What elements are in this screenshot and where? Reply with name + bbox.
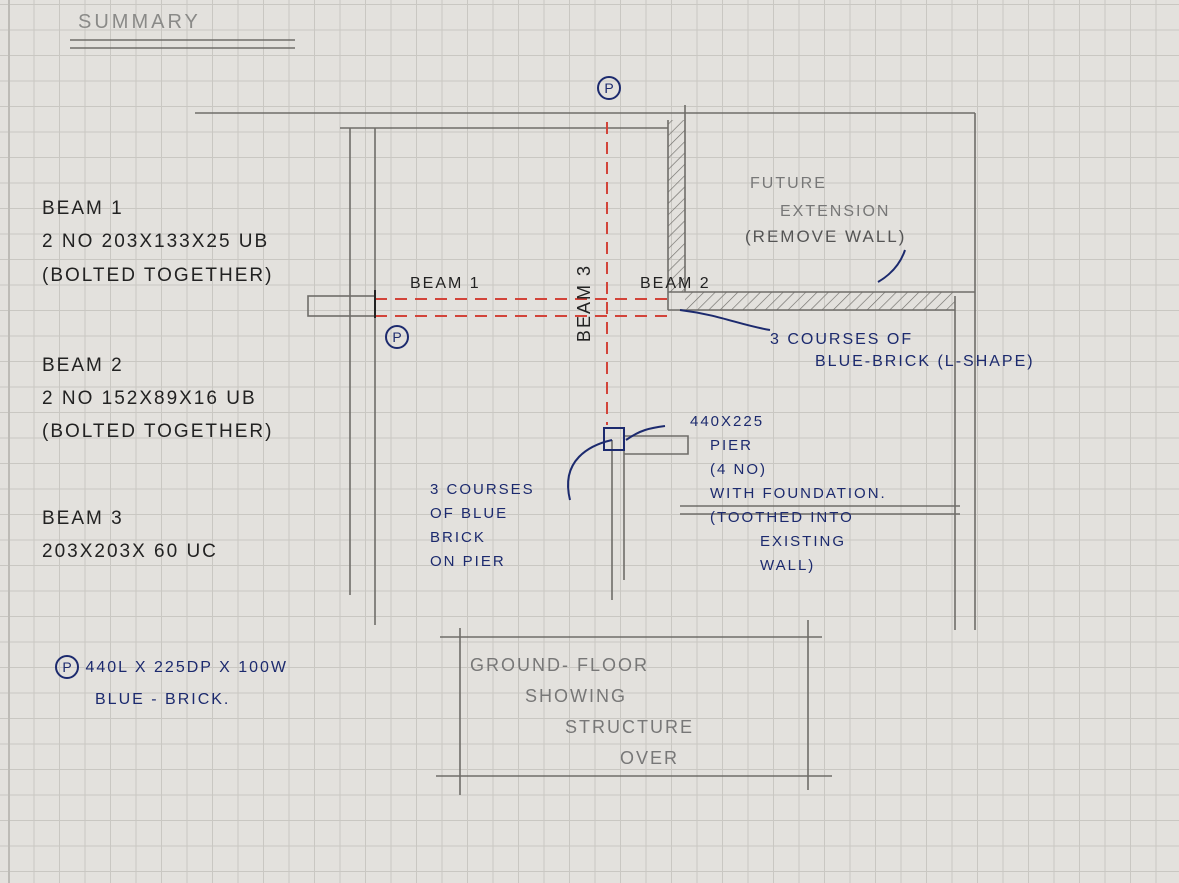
l-shape-note-2: Blue-Brick (L-Shape) <box>815 353 1035 370</box>
beam1-spec: 2 No 203x133x25 UB <box>42 231 270 252</box>
pier-note-4: with foundation. <box>710 485 887 502</box>
hatched-wall-vertical <box>668 120 685 292</box>
title-box-line2: Showing <box>525 686 627 706</box>
pier-courses-note-1: 3 courses <box>430 481 535 498</box>
beam3-label: Beam 3 <box>573 264 594 343</box>
pier-courses-note-4: on Pier <box>430 553 506 570</box>
pier-courses-note: 3 courses of Blue Brick on Pier <box>430 478 535 574</box>
beam2-note: (Bolted Together) <box>42 421 274 442</box>
future-extension-2: Extension <box>780 203 891 220</box>
title-box-line1: Ground- Floor <box>470 655 649 675</box>
beam1-note: (Bolted Together) <box>42 265 274 286</box>
pier-note-2: Pier <box>710 437 754 454</box>
title-box-line4: Over <box>620 748 680 768</box>
title-box-text: Ground- Floor Showing Structure Over <box>470 650 694 774</box>
beam1-name: Beam 1 <box>42 198 124 219</box>
pier-note-3: (4 No) <box>710 461 767 478</box>
title-box-line3: Structure <box>565 717 694 737</box>
pier-courses-note-3: Brick <box>430 529 486 546</box>
beam3-spec: 203x203x 60 UC <box>42 541 218 562</box>
pier-note-7: wall) <box>760 557 816 574</box>
pier-note-5: (Toothed into <box>710 509 854 526</box>
beam2-spec: 2 No 152x89x16 UB <box>42 388 257 409</box>
pier-note-1: 440x225 <box>690 413 765 430</box>
hatched-wall-horizontal <box>685 292 955 310</box>
pier-key-line2: Blue - Brick. <box>95 691 231 708</box>
beam3-name: Beam 3 <box>42 508 124 529</box>
future-extension-3: (Remove Wall) <box>745 227 907 246</box>
pier-key-symbol: P <box>55 655 79 679</box>
pier-symbol-top: P <box>597 76 621 100</box>
beam2-label: Beam 2 <box>640 275 711 292</box>
future-extension-1: Future <box>750 175 827 192</box>
pier-key-line1: 440L x 225DP x 100W <box>85 659 289 676</box>
pier-key: P 440L x 225DP x 100W <box>55 655 288 679</box>
pier-courses-note-2: of Blue <box>430 505 509 522</box>
beam2-name: Beam 2 <box>42 355 124 376</box>
pier-symbol-left: P <box>385 325 409 349</box>
l-shape-note-1: 3 courses of <box>770 331 914 348</box>
pier-note: 440x225 Pier (4 No) with foundation. (To… <box>690 410 887 578</box>
beam1-label: Beam 1 <box>410 275 481 292</box>
pier-note-6: existing <box>760 533 847 550</box>
summary-title: Summary <box>78 11 201 33</box>
pier-symbol <box>603 427 625 451</box>
